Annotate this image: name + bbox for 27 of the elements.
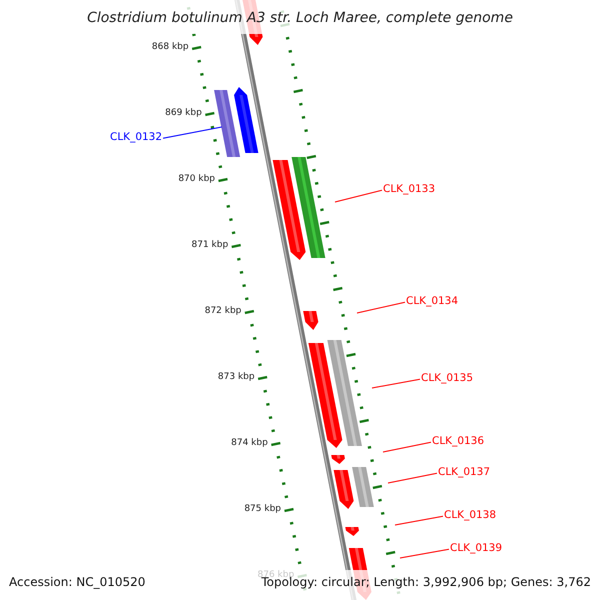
gene-label: CLK_0133 <box>383 184 436 194</box>
gene-label: CLK_0135 <box>421 373 474 384</box>
leader-line <box>388 472 438 484</box>
gene-label: CLK_0137 <box>438 467 490 478</box>
position-label: 873 kbp <box>218 373 255 382</box>
gene-label: CLK_0134 <box>406 296 458 306</box>
leader-line <box>400 548 450 558</box>
leader-line <box>334 190 382 202</box>
position-label: 875 kbp <box>244 505 281 514</box>
leader-line <box>162 126 222 139</box>
position-label: 870 kbp <box>178 175 215 184</box>
position-label: 869 kbp <box>165 109 202 118</box>
accession-text: Accession: NC_010520 <box>9 576 146 588</box>
leader-line <box>382 442 432 452</box>
map-title: Clostridium botulinum A3 str. Loch Maree, complete genome <box>86 11 514 25</box>
gene-label: CLK_0139 <box>450 543 502 554</box>
gene-label: CLK_0136 <box>432 436 484 446</box>
position-label: 872 kbp <box>204 307 242 316</box>
gene-label: CLK_0132 <box>110 132 162 142</box>
position-label: 874 kbp <box>231 439 268 448</box>
leader-line <box>372 378 420 388</box>
gene-label: CLK_0138 <box>444 510 496 520</box>
leader-line <box>394 516 444 526</box>
position-label: 868 kbp <box>152 43 189 52</box>
position-label: 871 kbp <box>192 241 228 250</box>
leader-line <box>356 302 406 314</box>
genome-info-text: Topology: circular; Length: 3,992,906 bp; Genes: 3,762 <box>261 576 591 588</box>
